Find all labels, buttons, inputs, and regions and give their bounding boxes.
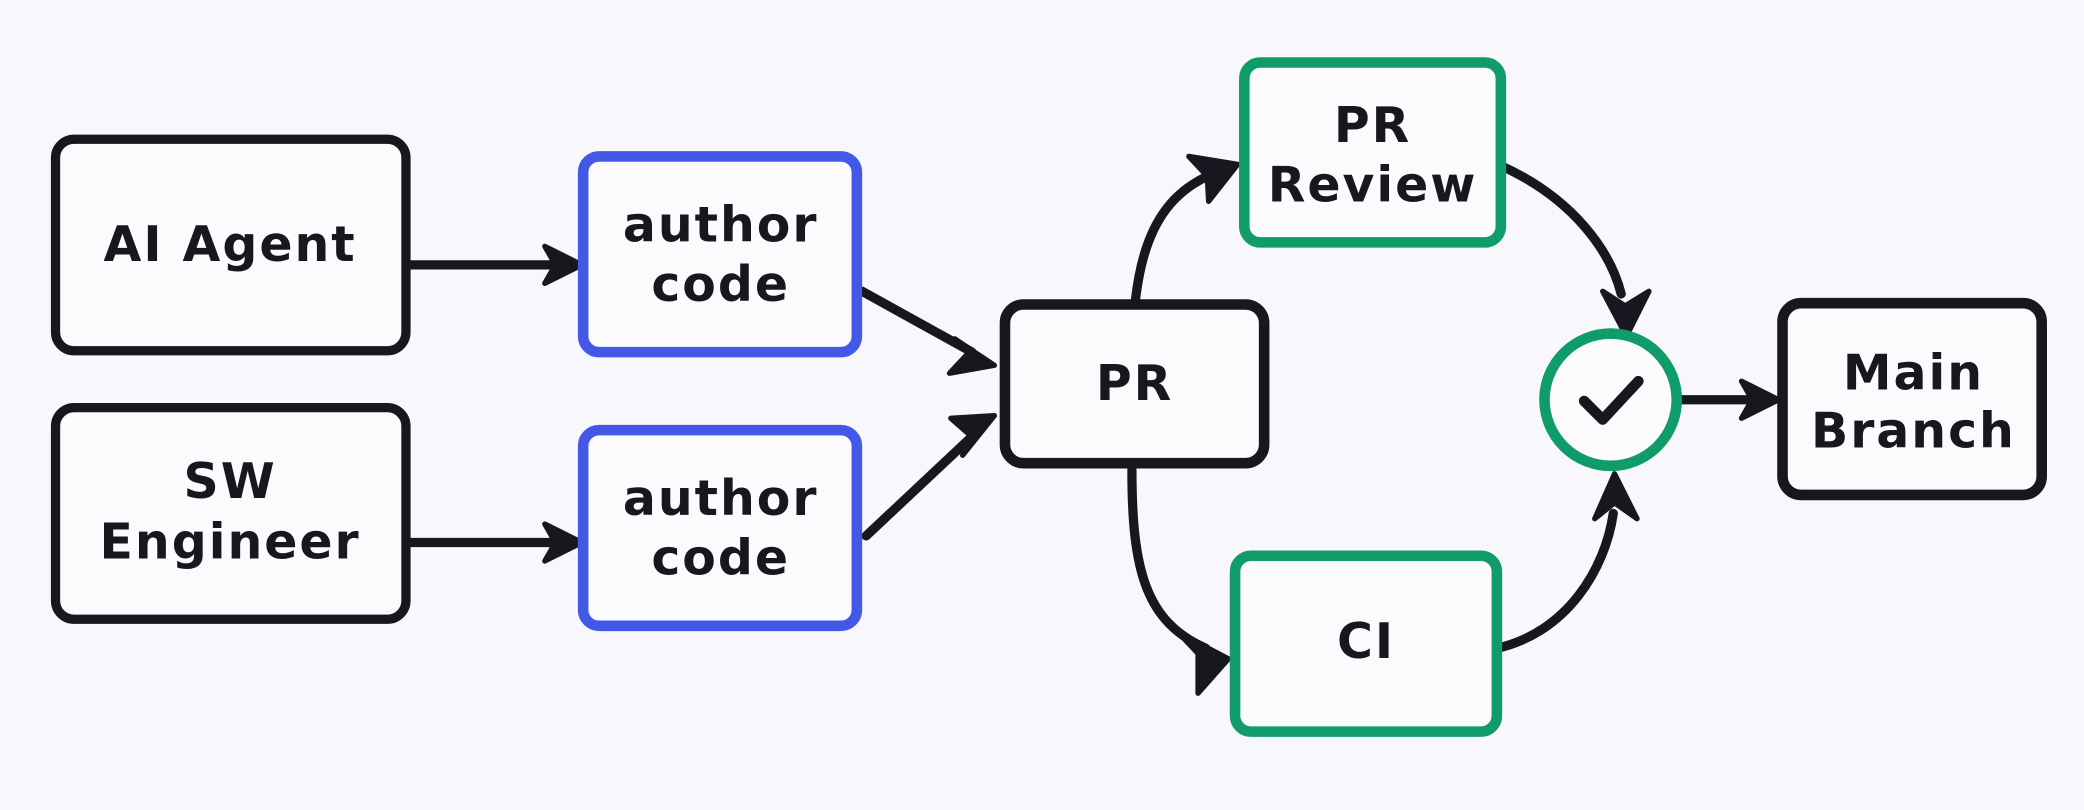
- main-branch-label-line2: Branch: [1811, 403, 2016, 460]
- pr-review-label-line1: PR: [1334, 97, 1411, 154]
- main-branch-box[interactable]: [1777, 297, 2047, 501]
- sw-engineer-box[interactable]: [50, 403, 411, 624]
- author-code-agent-box[interactable]: [577, 151, 863, 358]
- edge-sw-engineer-to-author-code: [401, 521, 585, 564]
- edge-author-code-engineer-to-pr: [861, 412, 998, 541]
- pr-review-box[interactable]: [1239, 57, 1507, 248]
- ci-label: CI: [1337, 613, 1395, 670]
- author-code-engineer-label-line1: author: [623, 470, 819, 527]
- check-gate-circle[interactable]: [1539, 328, 1683, 472]
- pr-review-label-line2: Review: [1268, 157, 1478, 214]
- main-branch-label-line1: Main: [1843, 344, 1984, 401]
- node-ci[interactable]: CI: [1229, 550, 1503, 737]
- node-check-gate[interactable]: [1539, 328, 1683, 472]
- check-icon: [1578, 375, 1644, 425]
- ai-agent-box[interactable]: [50, 134, 411, 356]
- author-code-engineer-box[interactable]: [577, 424, 863, 632]
- pr-box[interactable]: [999, 299, 1270, 469]
- node-author-code-agent[interactable]: author code: [577, 151, 863, 358]
- edge-ci-to-check: [1492, 471, 1640, 653]
- ai-agent-label: AI Agent: [104, 216, 357, 273]
- edge-check-to-main-branch: [1677, 378, 1782, 421]
- edge-pr-to-ci: [1127, 465, 1232, 696]
- pr-label: PR: [1096, 355, 1173, 412]
- edge-author-code-agent-to-pr: [857, 286, 998, 376]
- edge-pr-review-to-check: [1496, 161, 1652, 339]
- sw-engineer-label-line1: SW: [184, 453, 277, 510]
- node-sw-engineer[interactable]: SW Engineer: [50, 403, 411, 624]
- ci-box[interactable]: [1229, 550, 1503, 737]
- author-code-engineer-label-line2: code: [651, 530, 790, 587]
- node-ai-agent[interactable]: AI Agent: [50, 134, 411, 356]
- sw-engineer-label-line2: Engineer: [100, 514, 361, 571]
- node-main-branch[interactable]: Main Branch: [1777, 297, 2047, 501]
- node-author-code-engineer[interactable]: author code: [577, 424, 863, 632]
- node-pr-review[interactable]: PR Review: [1239, 57, 1507, 248]
- node-pr[interactable]: PR: [999, 299, 1270, 469]
- author-code-agent-label-line2: code: [651, 256, 790, 313]
- edge-ai-agent-to-author-code: [401, 243, 585, 286]
- author-code-agent-label-line1: author: [623, 196, 819, 253]
